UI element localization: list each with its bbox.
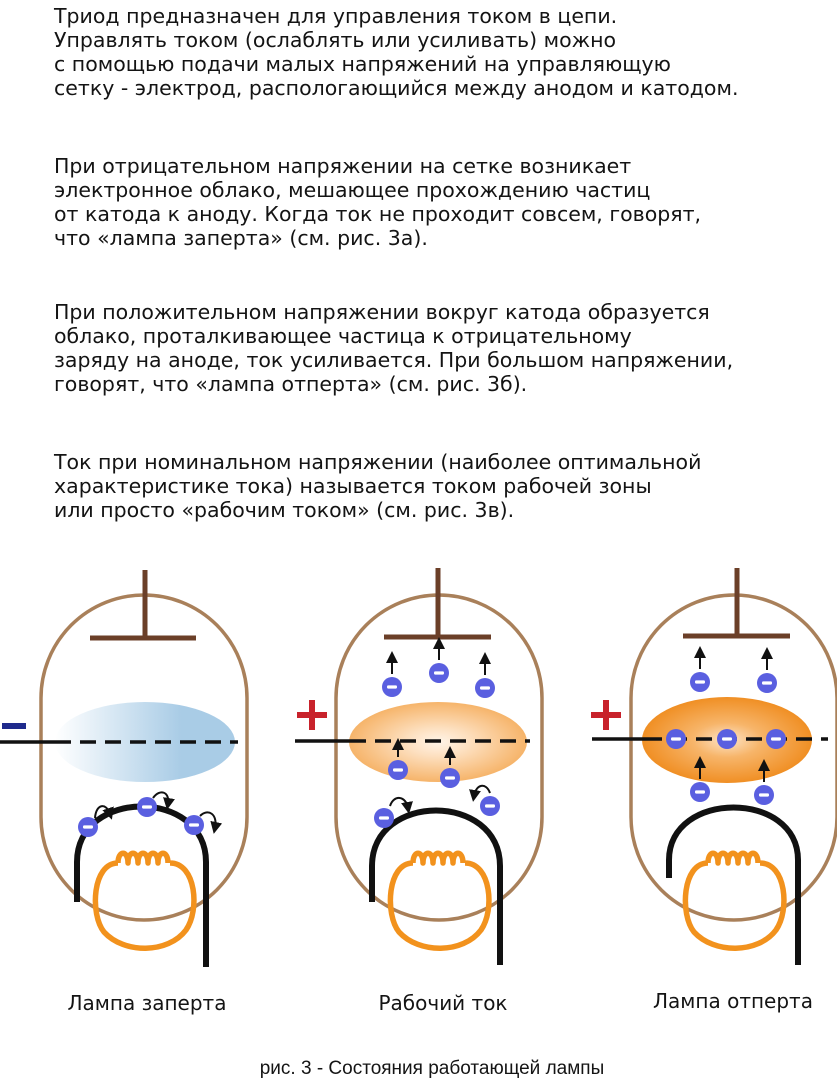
lamp-working xyxy=(295,568,544,965)
electron xyxy=(666,729,686,749)
electron xyxy=(480,796,500,816)
lamp-label-closed: Лампа заперта xyxy=(68,991,227,1015)
electron xyxy=(766,729,786,749)
paragraph-intro: Триод предназначен для управления током … xyxy=(54,4,739,100)
electron xyxy=(184,815,204,835)
paragraph-negative: При отрицательном напряжении на сетке во… xyxy=(54,154,702,250)
electron xyxy=(717,729,737,749)
bounce-arrow xyxy=(469,784,491,802)
paragraph-positive: При положительном напряжении вокруг като… xyxy=(54,300,734,396)
lamp-label-open: Лампа отперта xyxy=(653,989,813,1013)
electron xyxy=(429,663,449,683)
cathode xyxy=(666,804,801,965)
bounce-arrow xyxy=(152,791,175,810)
electron xyxy=(388,760,408,780)
lamp-open xyxy=(591,568,837,965)
electron xyxy=(690,672,710,692)
figure-caption: рис. 3 - Состояния работающей лампы xyxy=(260,1058,605,1079)
electron xyxy=(690,782,710,802)
lamp-label-working: Рабочий ток xyxy=(378,991,507,1015)
electron xyxy=(374,808,394,828)
bulb-outline xyxy=(629,593,837,922)
filament xyxy=(387,850,492,951)
electron xyxy=(78,817,98,837)
electron xyxy=(382,677,402,697)
lamp-closed xyxy=(0,570,249,967)
plus-sign xyxy=(297,700,327,730)
bounce-arrow xyxy=(199,811,223,834)
bounce-arrow xyxy=(389,797,413,814)
electron xyxy=(754,785,774,805)
triode-states-diagram: Лампа заперта Рабочий ток Лампа отперта … xyxy=(0,568,837,1079)
minus-sign xyxy=(2,723,26,729)
filament xyxy=(682,850,787,951)
bounce-arrow xyxy=(94,805,114,820)
electron xyxy=(440,768,460,788)
electron xyxy=(757,673,777,693)
electron xyxy=(137,797,157,817)
filament xyxy=(92,850,197,951)
electron xyxy=(475,678,495,698)
plus-sign xyxy=(591,700,621,730)
cathode xyxy=(369,807,503,965)
paragraph-working: Ток при номинальном напряжении (наиболее… xyxy=(54,450,702,522)
